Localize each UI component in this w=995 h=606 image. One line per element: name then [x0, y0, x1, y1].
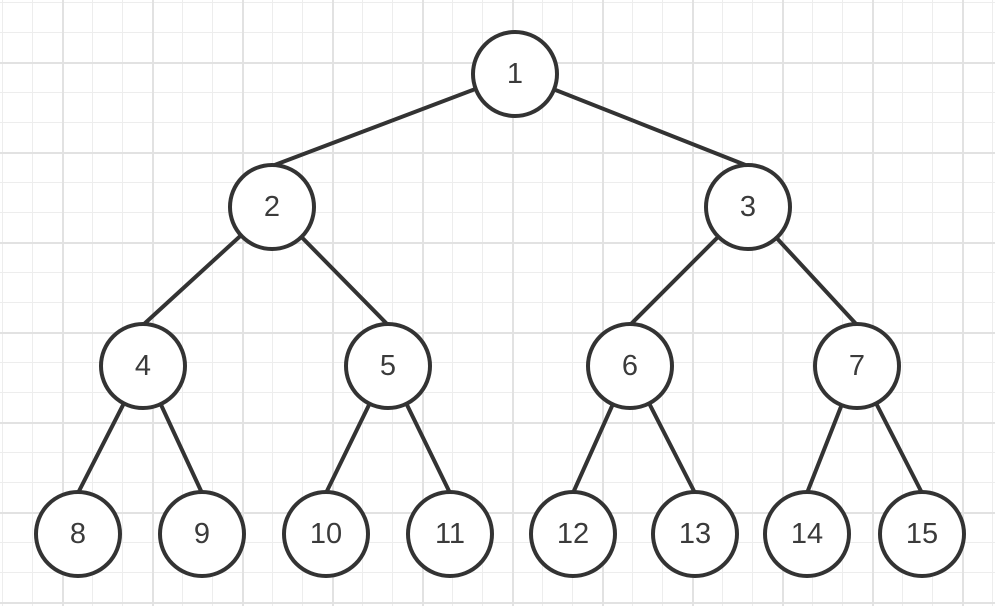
- tree-node-9[interactable]: 9: [158, 490, 246, 578]
- tree-node-5[interactable]: 5: [344, 322, 432, 410]
- tree-node-13[interactable]: 13: [651, 490, 739, 578]
- tree-node-label: 5: [379, 349, 397, 382]
- tree-node-14[interactable]: 14: [763, 490, 851, 578]
- tree-node-label: 7: [848, 349, 866, 382]
- tree-node-label: 12: [556, 517, 590, 550]
- tree-node-12[interactable]: 12: [529, 490, 617, 578]
- tree-node-8[interactable]: 8: [34, 490, 122, 578]
- tree-node-label: 13: [678, 517, 712, 550]
- tree-node-label: 15: [905, 517, 939, 550]
- tree-node-label: 1: [506, 57, 524, 90]
- tree-node-label: 10: [309, 517, 343, 550]
- tree-node-label: 6: [621, 349, 639, 382]
- tree-node-label: 14: [790, 517, 824, 550]
- tree-node-3[interactable]: 3: [704, 163, 792, 251]
- tree-node-1[interactable]: 1: [471, 30, 559, 118]
- tree-node-label: 9: [193, 517, 211, 550]
- tree-node-label: 11: [434, 517, 466, 550]
- tree-node-label: 2: [263, 190, 281, 223]
- tree-node-label: 4: [134, 349, 152, 382]
- tree-node-6[interactable]: 6: [586, 322, 674, 410]
- tree-node-7[interactable]: 7: [813, 322, 901, 410]
- tree-node-label: 8: [69, 517, 87, 550]
- tree-node-2[interactable]: 2: [228, 163, 316, 251]
- tree-node-15[interactable]: 15: [878, 490, 966, 578]
- tree-node-4[interactable]: 4: [99, 322, 187, 410]
- tree-node-11[interactable]: 11: [406, 490, 494, 578]
- tree-node-label: 3: [739, 190, 757, 223]
- tree-node-10[interactable]: 10: [282, 490, 370, 578]
